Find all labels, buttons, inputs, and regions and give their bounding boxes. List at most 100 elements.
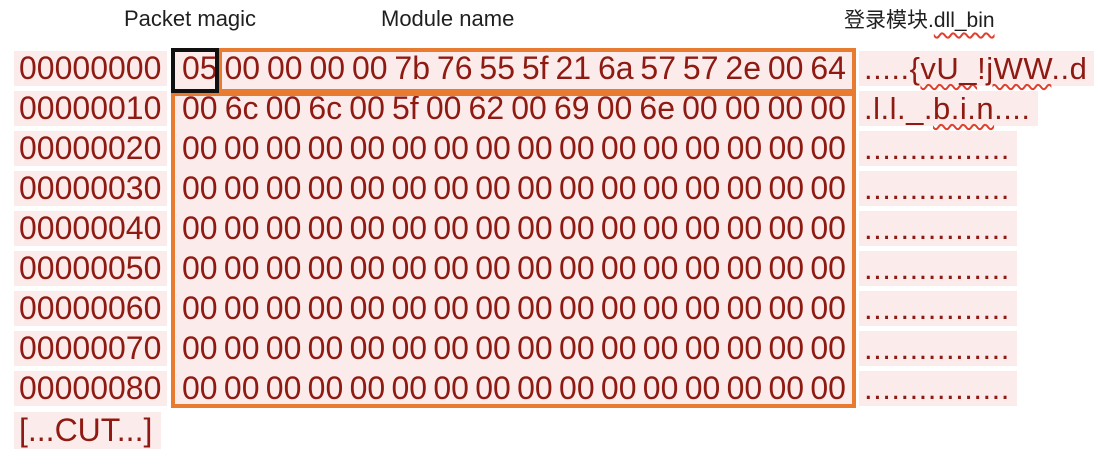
ascii-row: ................ — [859, 168, 1094, 208]
offset-row: 00000010 — [14, 88, 168, 128]
ascii-text: ................ — [859, 250, 1017, 286]
ascii-segment: .l.l._. — [864, 90, 933, 126]
hex-byte: 00 — [182, 209, 218, 246]
ascii-text: ................ — [859, 210, 1017, 246]
hex-byte: 00 — [517, 129, 553, 166]
packet-magic-annotation-box — [171, 48, 219, 93]
hex-byte: 00 — [223, 329, 260, 366]
hex-byte: 00 — [684, 249, 721, 286]
hex-byte: 00 — [642, 249, 679, 286]
hex-byte: 00 — [307, 209, 344, 246]
hex-area-background — [171, 48, 856, 408]
hex-byte: 00 — [517, 369, 553, 406]
hex-byte: 00 — [433, 249, 469, 286]
hex-byte: 00 — [684, 329, 721, 366]
module-filename-spellcheck-squiggle: dll_bin — [933, 9, 995, 32]
hex-byte: 00 — [182, 289, 218, 326]
hex-byte: 00 — [810, 329, 846, 366]
hex-byte: 00 — [309, 49, 346, 86]
hex-byte: 00 — [224, 49, 261, 86]
hex-byte: 00 — [810, 369, 846, 406]
ascii-segment: ................ — [864, 210, 1010, 246]
offset-label: 00000080 — [14, 370, 168, 406]
hex-byte: 00 — [517, 249, 553, 286]
hex-byte: 00 — [307, 369, 344, 406]
ascii-column: .....{vU_!jWW..d.l.l._.b.i.n............… — [859, 48, 1095, 408]
hex-byte: 5f — [521, 49, 549, 86]
ascii-text: ................ — [859, 290, 1017, 326]
hex-byte: 00 — [223, 169, 260, 206]
offset-row: 00000020 — [14, 128, 168, 168]
hex-byte: 00 — [559, 369, 595, 406]
hex-byte: 55 — [479, 49, 515, 86]
hex-byte: 00 — [517, 329, 553, 366]
hex-byte: 00 — [642, 329, 679, 366]
ascii-text: ................ — [859, 130, 1017, 166]
hex-byte: 00 — [349, 209, 386, 246]
ascii-segment: .... — [994, 90, 1031, 126]
hex-byte: 2e — [725, 49, 761, 86]
hex-byte: 00 — [768, 249, 805, 286]
ascii-spellcheck-squiggle: jWW — [986, 50, 1052, 86]
module-name-label: Module name — [381, 6, 515, 31]
hex-byte: 00 — [517, 209, 553, 246]
hex-byte: 00 — [600, 169, 637, 206]
offset-label: 00000060 — [14, 290, 168, 326]
hex-byte: 00 — [684, 369, 721, 406]
hex-byte: 00 — [223, 209, 260, 246]
ascii-segment: ................ — [864, 370, 1010, 406]
ascii-segment: ................ — [864, 330, 1010, 366]
hex-byte: 00 — [475, 249, 511, 286]
hex-byte: 00 — [349, 329, 386, 366]
hex-byte: 00 — [475, 169, 511, 206]
hex-byte: 00 — [391, 129, 428, 166]
hex-byte: 00 — [642, 129, 679, 166]
hex-byte: 00 — [266, 49, 303, 86]
hex-byte: 00 — [600, 209, 637, 246]
hex-byte: 00 — [475, 329, 511, 366]
offset-label: 00000020 — [14, 130, 168, 166]
hex-byte: 00 — [349, 169, 386, 206]
hex-byte: 00 — [475, 129, 511, 166]
hex-byte: 00 — [810, 169, 846, 206]
hex-byte: 00 — [600, 369, 637, 406]
offset-label: 00000030 — [14, 170, 168, 206]
hex-byte: 00 — [600, 129, 637, 166]
hex-byte: 00 — [600, 329, 637, 366]
hex-byte: 00 — [684, 129, 721, 166]
ascii-segment: ................ — [864, 290, 1010, 326]
module-name-annotation-box-row1 — [218, 48, 856, 93]
hex-byte: 00 — [223, 369, 260, 406]
hex-byte: 00 — [726, 369, 763, 406]
hex-byte: 00 — [307, 289, 344, 326]
hex-byte: 00 — [391, 369, 428, 406]
hex-byte: 00 — [307, 129, 344, 166]
ascii-row: ................ — [859, 328, 1094, 368]
ascii-segment: .....{ — [864, 50, 921, 86]
hex-byte: 00 — [223, 249, 260, 286]
hex-byte: 00 — [349, 129, 386, 166]
hex-byte: 00 — [223, 129, 260, 166]
hex-byte: 00 — [517, 169, 553, 206]
hex-byte: 00 — [767, 49, 804, 86]
hex-byte: 00 — [265, 329, 302, 366]
offset-row: 00000070 — [14, 328, 168, 368]
hex-byte: 00 — [768, 369, 805, 406]
hex-byte: 00 — [265, 169, 302, 206]
hex-byte: 00 — [642, 369, 679, 406]
hex-byte: 00 — [559, 249, 595, 286]
offset-row: 00000040 — [14, 208, 168, 248]
hex-byte: 00 — [223, 289, 260, 326]
hex-byte: 00 — [559, 289, 595, 326]
hex-byte: 00 — [391, 329, 428, 366]
hex-byte: 00 — [475, 289, 511, 326]
hex-byte: 00 — [182, 129, 218, 166]
hex-byte: 00 — [726, 209, 763, 246]
hex-byte: 7b — [394, 49, 431, 86]
offset-row: 00000080 — [14, 368, 168, 408]
hex-byte: 00 — [642, 289, 679, 326]
